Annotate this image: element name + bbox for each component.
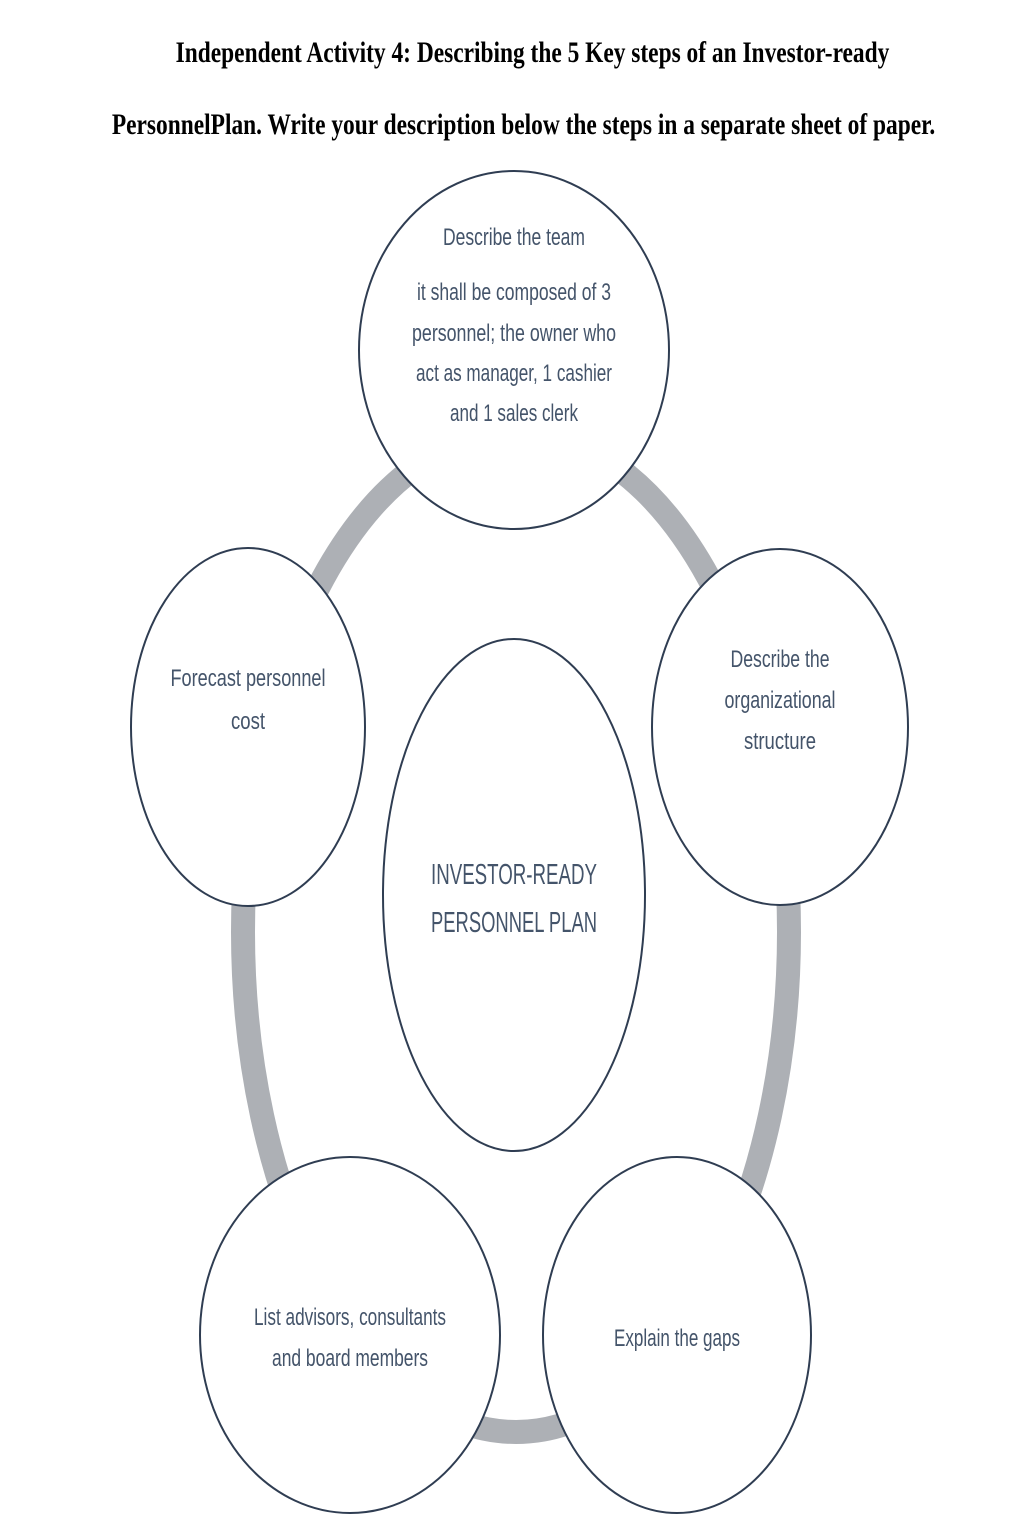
center-oval: [382, 638, 646, 1152]
step-circle: [542, 1156, 812, 1514]
step-circle: [358, 170, 670, 530]
step-body-line-1: List advisors, consultants: [254, 1304, 446, 1331]
step-describe-organizational-structure: Describe the organizational structure: [651, 548, 909, 906]
center-label-line-1: INVESTOR-READY: [431, 859, 597, 891]
step-body-line-2: personnel; the owner who: [412, 320, 616, 347]
step-circle: [130, 547, 366, 907]
step-body-line-2: and board members: [272, 1345, 428, 1372]
step-body-line-4: and 1 sales clerk: [450, 400, 579, 427]
step-circle: [651, 548, 909, 906]
heading-line-2: PersonnelPlan. Write your description be…: [111, 108, 936, 141]
center-label-line-2: PERSONNEL PLAN: [431, 907, 597, 939]
step-body-line-1: Describe the: [731, 646, 830, 673]
step-body-line-1: Explain the gaps: [614, 1325, 740, 1352]
step-explain-gaps: Explain the gaps: [542, 1156, 812, 1514]
heading-line-1: Independent Activity 4: Describing the 5…: [175, 36, 890, 69]
step-title: Describe the team: [443, 224, 585, 251]
step-body-line-3: act as manager, 1 cashier: [416, 360, 612, 387]
step-body-line-2: cost: [231, 708, 265, 735]
step-body-line-1: it shall be composed of 3: [417, 279, 611, 306]
step-body-line-2: organizational: [725, 687, 836, 714]
step-forecast-personnel-cost: Forecast personnel cost: [130, 547, 366, 907]
step-circle: [199, 1156, 501, 1514]
step-list-advisors: List advisors, consultants and board mem…: [199, 1156, 501, 1514]
step-describe-team: Describe the team it shall be composed o…: [358, 170, 670, 530]
step-body-line-1: Forecast personnel: [171, 665, 326, 692]
step-body-line-3: structure: [744, 728, 816, 755]
center-node: INVESTOR-READY PERSONNEL PLAN: [382, 638, 646, 1152]
